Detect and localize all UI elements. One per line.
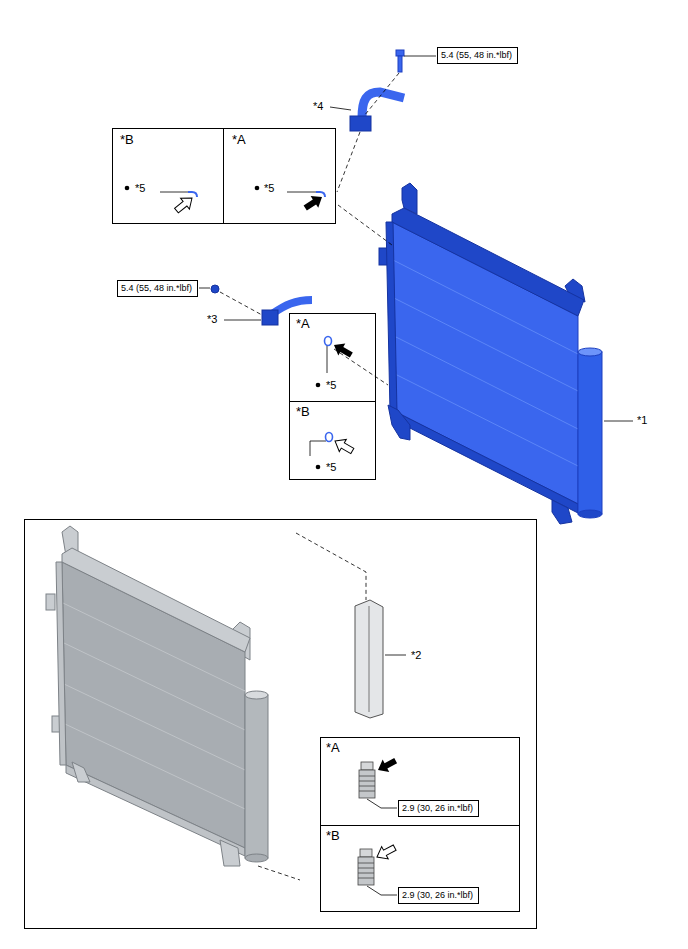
view-letter: *A bbox=[326, 741, 340, 756]
detail-inset-box: *A 2.9 (30, 26 in.*lbf) bbox=[320, 737, 520, 826]
callout-number: *5 bbox=[264, 182, 274, 195]
view-letter: *A bbox=[232, 133, 246, 148]
torque-value: 5.4 (55, 48 in.*lbf) bbox=[121, 283, 192, 293]
torque-spec-box: 5.4 (55, 48 in.*lbf) bbox=[117, 280, 198, 297]
callout-number: *2 bbox=[411, 649, 421, 662]
detail-inset-box: *A *5 bbox=[289, 313, 376, 402]
torque-value: 5.4 (55, 48 in.*lbf) bbox=[441, 50, 512, 60]
detail-inset-box: *B *5 bbox=[112, 128, 224, 224]
callout-number: *5 bbox=[135, 182, 145, 195]
view-letter: *B bbox=[120, 133, 134, 148]
callout-number: *5 bbox=[326, 461, 336, 474]
view-letter: *B bbox=[326, 829, 340, 844]
torque-spec-box: 2.9 (30, 26 in.*lbf) bbox=[398, 887, 479, 904]
callout-number: *4 bbox=[313, 100, 323, 113]
callout-number: *1 bbox=[637, 414, 647, 427]
detail-inset-box: *B 2.9 (30, 26 in.*lbf) bbox=[320, 825, 520, 912]
view-letter: *B bbox=[296, 405, 310, 420]
detail-inset-box: *A *5 bbox=[223, 128, 336, 224]
condenser-grey bbox=[46, 526, 268, 866]
callout-number: *3 bbox=[207, 313, 217, 326]
callout-number: *5 bbox=[326, 379, 336, 392]
detail-inset-box: *B *5 bbox=[289, 401, 376, 480]
detail-panel: *2 *A 2.9 (30, 26 in.*lbf) *B 2.9 (30, 26 in… bbox=[24, 519, 537, 929]
torque-value: 2.9 (30, 26 in.*lbf) bbox=[402, 890, 473, 900]
condenser-assembly bbox=[379, 183, 602, 524]
torque-spec-box: 2.9 (30, 26 in.*lbf) bbox=[398, 800, 479, 817]
torque-value: 2.9 (30, 26 in.*lbf) bbox=[402, 803, 473, 813]
torque-spec-box: 5.4 (55, 48 in.*lbf) bbox=[437, 47, 518, 64]
view-letter: *A bbox=[296, 317, 310, 332]
